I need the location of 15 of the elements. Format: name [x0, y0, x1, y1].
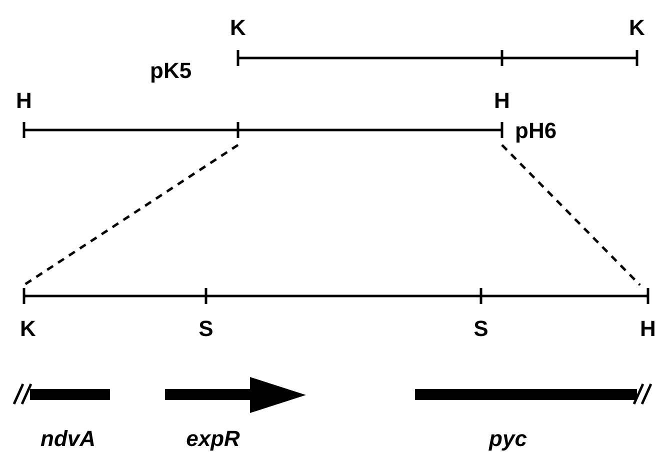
restriction-site-label: S: [474, 318, 488, 340]
plasmid-name: pH6: [515, 120, 557, 142]
restriction-site-label: H: [640, 318, 656, 340]
restriction-site-label: S: [198, 318, 214, 340]
restriction-site-label: K: [20, 318, 36, 340]
gene-name: pyc: [489, 428, 527, 450]
restriction-site-label: K: [230, 17, 246, 39]
gene-name: ndvA: [40, 428, 96, 450]
zoom-line: [501, 144, 641, 286]
plasmid-name: pK5: [150, 60, 192, 82]
gene-name: expR: [186, 428, 240, 450]
restriction-site-label: K: [629, 17, 645, 39]
restriction-site-label: H: [494, 90, 510, 112]
zoom-line: [23, 144, 239, 286]
restriction-site-label: H: [16, 90, 32, 112]
